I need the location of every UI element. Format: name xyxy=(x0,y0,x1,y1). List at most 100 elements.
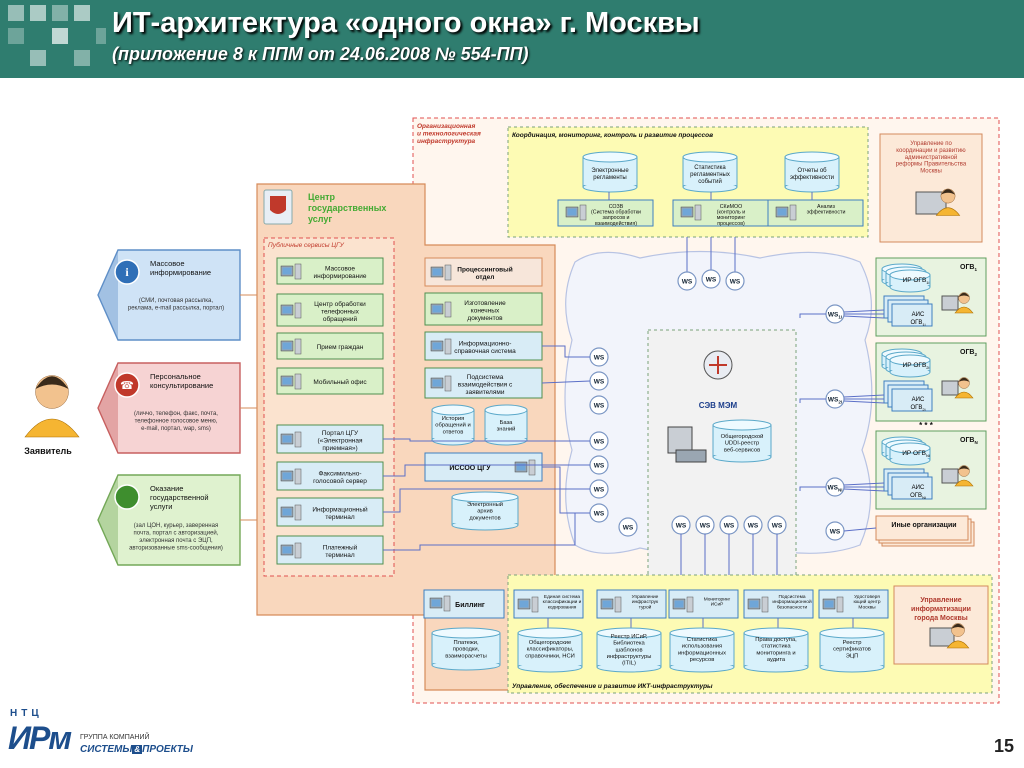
sev-keyboard xyxy=(675,449,707,463)
center-system-label-interaction-line: Подсистема xyxy=(467,374,504,381)
terminal-icon xyxy=(280,302,302,319)
coord-db-label-1-line: событий xyxy=(698,178,722,185)
infra-admin-person-icon xyxy=(946,623,970,649)
public-service-label-2-line: Прием граждан xyxy=(317,344,364,351)
tower xyxy=(294,542,302,559)
center-title-line: Центр xyxy=(308,192,336,202)
sev-title: СЭВ МЭМ xyxy=(699,401,738,410)
coord-db-label-0-line: регламенты xyxy=(593,175,626,181)
payments-db-label-line: проводки, xyxy=(453,647,480,653)
connector xyxy=(383,464,590,477)
ogv-person-icon xyxy=(954,465,974,487)
center-system-interaction xyxy=(424,367,543,399)
db-top xyxy=(517,627,583,639)
ogv-ais-box xyxy=(891,476,933,500)
ogv-link xyxy=(843,315,885,319)
infra-db-label-0: Общегородскиеклассификаторы,справочники,… xyxy=(525,640,575,659)
public-services-label-line: Публичные сервисы ЦГУ xyxy=(268,241,345,249)
ws-label: WS2i xyxy=(828,397,842,405)
ogv-ir-db xyxy=(889,354,931,378)
ogv-label-1: ОГВ2 xyxy=(960,349,977,357)
channel-arrow-tip-1 xyxy=(98,363,118,453)
terminal-icon xyxy=(280,431,302,448)
page-subtitle: (приложение 8 к ППМ от 24.06.2008 № 554-… xyxy=(112,44,529,64)
infra-db-4 xyxy=(819,627,885,673)
channel-desc-2-line: электронная почта с ЭЦП, xyxy=(139,538,213,544)
channel-title-0-line: Массовое xyxy=(150,259,185,268)
channel-desc-1-line: телефонное голосовое меню, xyxy=(135,419,218,425)
infra-admin-label-line: Управление xyxy=(920,597,961,604)
ws-circle xyxy=(701,269,721,289)
billing-label-line: Биллинг xyxy=(455,602,485,609)
coord-db-0 xyxy=(582,151,638,193)
center-system-label-processing-line: Процессинговый xyxy=(457,266,512,274)
ws-top-2: WS xyxy=(725,271,745,291)
center-system-label-processing-line: отдел xyxy=(476,274,495,281)
tower xyxy=(294,302,302,319)
ogv-person-icon xyxy=(954,377,974,399)
archive-db-label-line: архив xyxy=(477,509,493,515)
channel-title-2-line: государственной xyxy=(150,493,209,502)
connector xyxy=(541,380,591,384)
ogv-link xyxy=(843,488,885,492)
coord-db-label-2-line: Отчеты об xyxy=(797,168,827,174)
body xyxy=(946,640,970,649)
infra-db-label-1-line: (ITIL) xyxy=(622,661,636,667)
channel-desc-2-line: почта, портал с авторизацией, xyxy=(134,530,219,537)
db-top xyxy=(582,151,638,163)
db-top xyxy=(484,404,528,416)
db-top xyxy=(784,151,840,163)
ws-label: WS xyxy=(623,525,634,532)
ws-circle xyxy=(725,271,745,291)
tower xyxy=(614,596,622,613)
ogv-link xyxy=(843,400,885,404)
company-logo: НТЦ ИРм ГРУППА КОМПАНИЙ СИСТЕМЫ&ПРОЕКТЫ xyxy=(8,708,228,764)
tower xyxy=(294,373,302,390)
infra-db-label-2-line: использования xyxy=(682,644,722,650)
coord-system-label-0-line: запросов и xyxy=(602,215,629,221)
ogv-ais-label-1: АИС xyxy=(912,397,925,403)
infra-db-label-1-line: Библиотека xyxy=(613,641,645,647)
coord-admin-label-line: Москвы xyxy=(920,169,942,175)
server-icon xyxy=(430,301,452,318)
public-service-6 xyxy=(276,497,384,527)
infra-db-label-1: Реестр ИСиР,Библиотекашаблоновинфраструк… xyxy=(607,634,652,667)
db-top xyxy=(819,627,885,639)
ws-label: WS xyxy=(594,487,605,494)
header-bar: ИТ-архитектура «одного окна» г. Москвы (… xyxy=(0,0,1024,78)
infra-db-2 xyxy=(669,627,735,673)
db-top xyxy=(889,269,931,281)
ws-label: WS xyxy=(700,523,711,530)
applicant-label-line: Заявитель xyxy=(24,446,72,456)
screen-face xyxy=(282,508,292,516)
terminal-icon xyxy=(280,373,302,390)
public-service-label-4-line: приемная») xyxy=(322,445,357,452)
tower xyxy=(528,459,536,476)
globe-icon xyxy=(114,484,140,510)
screen-face xyxy=(519,600,529,608)
coordination-title: Координация, мониторинг, контроль и разв… xyxy=(512,131,713,139)
ws-bottom-1: WS xyxy=(695,515,715,535)
server-icon xyxy=(565,204,587,221)
public-service-label-6-line: терминал xyxy=(325,514,354,521)
infra-title: Управление, обеспечение и развитие ИКТ-и… xyxy=(512,682,713,690)
ws-top-1: WS xyxy=(701,269,721,289)
tower xyxy=(294,504,302,521)
db-top xyxy=(712,419,772,431)
screen-face xyxy=(282,267,292,275)
screen-face xyxy=(432,305,442,313)
screen-face xyxy=(674,600,684,608)
infra-system-label-3-line: безопасности xyxy=(777,604,808,610)
tower xyxy=(444,338,452,355)
public-service-label-5: Факсимильно-голосовой сервер xyxy=(313,471,367,485)
ogv-ais-sub: 2i xyxy=(922,407,925,412)
hair xyxy=(951,623,965,629)
server-icon xyxy=(517,596,539,613)
infra-system-label-0-line: классификации и xyxy=(543,599,582,605)
